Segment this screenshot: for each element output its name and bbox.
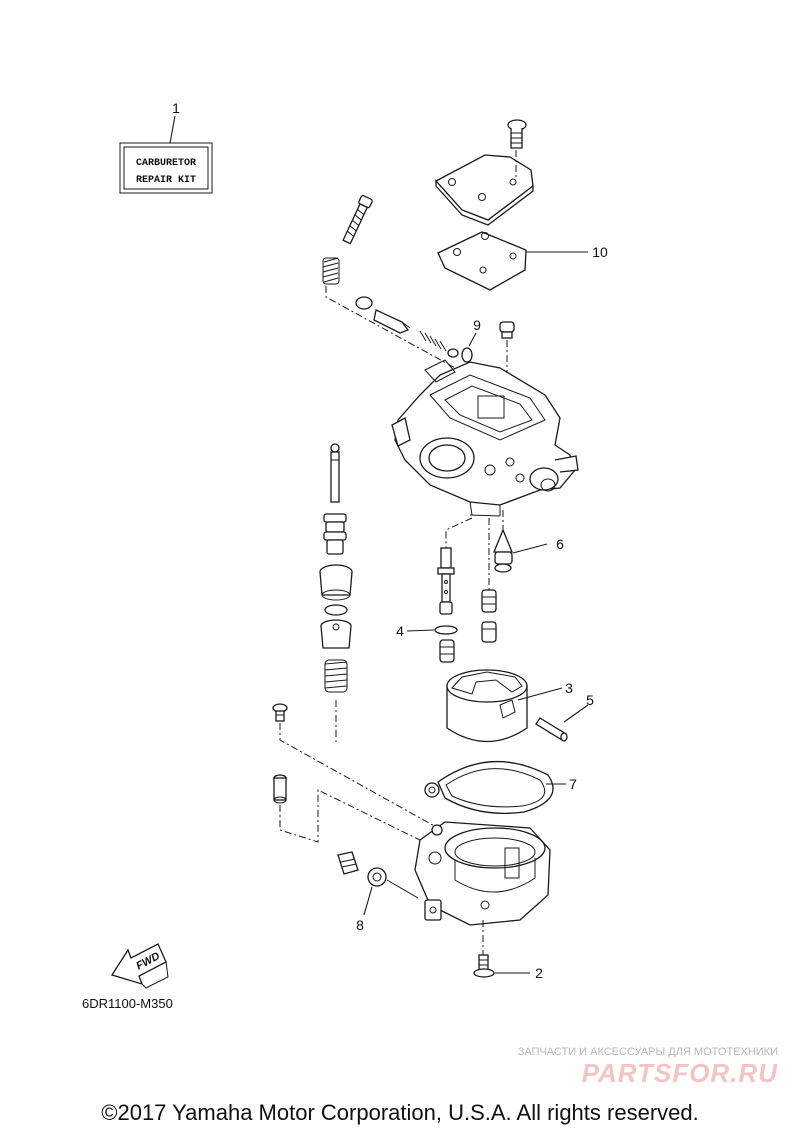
pilot-screw-assembly bbox=[322, 195, 469, 376]
callout-4: 4 bbox=[396, 623, 404, 639]
callout-10: 10 bbox=[592, 244, 608, 260]
carburetor-body bbox=[391, 359, 579, 517]
float bbox=[446, 669, 563, 743]
main-nozzle bbox=[437, 517, 473, 615]
cover-screw bbox=[507, 119, 527, 149]
enrichener-spring bbox=[419, 330, 447, 352]
throttle-spring bbox=[324, 659, 348, 693]
drain-gasket bbox=[363, 867, 419, 916]
cover-plate bbox=[434, 119, 534, 226]
needle-valve bbox=[493, 510, 548, 573]
throttle-valve-assembly bbox=[319, 443, 353, 745]
jet-holder bbox=[439, 639, 455, 663]
callout-8: 8 bbox=[356, 917, 364, 933]
collar bbox=[273, 774, 431, 846]
repair-kit-line2: REPAIR KIT bbox=[136, 175, 196, 186]
float-pin bbox=[535, 704, 589, 742]
pilot-spring bbox=[322, 257, 340, 285]
callout-1: 1 bbox=[172, 100, 180, 116]
fwd-arrow-icon: FWD bbox=[110, 943, 169, 989]
copyright-notice: ©2017 Yamaha Motor Corporation, U.S.A. A… bbox=[101, 1100, 699, 1125]
float-chamber bbox=[414, 821, 551, 955]
repair-kit-line1: CARBURETOR bbox=[136, 158, 196, 169]
cover-gasket bbox=[437, 231, 588, 291]
callout-7: 7 bbox=[569, 776, 577, 792]
callout-3: 3 bbox=[565, 680, 573, 696]
watermark-brand: PARTSFOR.RU bbox=[582, 1058, 779, 1088]
callout-9: 9 bbox=[473, 317, 481, 333]
watermark-tagline: ЗАПЧАСТИ И АКСЕССУАРЫ ДЛЯ МОТОТЕХНИКИ bbox=[518, 1046, 778, 1058]
chamber-screw bbox=[272, 703, 439, 829]
enrichener-parts bbox=[355, 296, 459, 358]
o-ring-4 bbox=[406, 625, 458, 635]
diagram-code: 6DR1100-M350 bbox=[82, 996, 173, 1011]
float-chamber-gasket bbox=[424, 760, 566, 815]
callout-6: 6 bbox=[556, 536, 564, 552]
bottom-screw bbox=[473, 954, 530, 978]
callout-2: 2 bbox=[535, 965, 543, 981]
pilot-jet bbox=[481, 518, 497, 643]
drain-screw bbox=[337, 851, 359, 875]
callout-5: 5 bbox=[586, 692, 594, 708]
repair-kit-label: CARBURETOR REPAIR KIT bbox=[119, 115, 213, 194]
o-ring-9 bbox=[461, 332, 477, 363]
